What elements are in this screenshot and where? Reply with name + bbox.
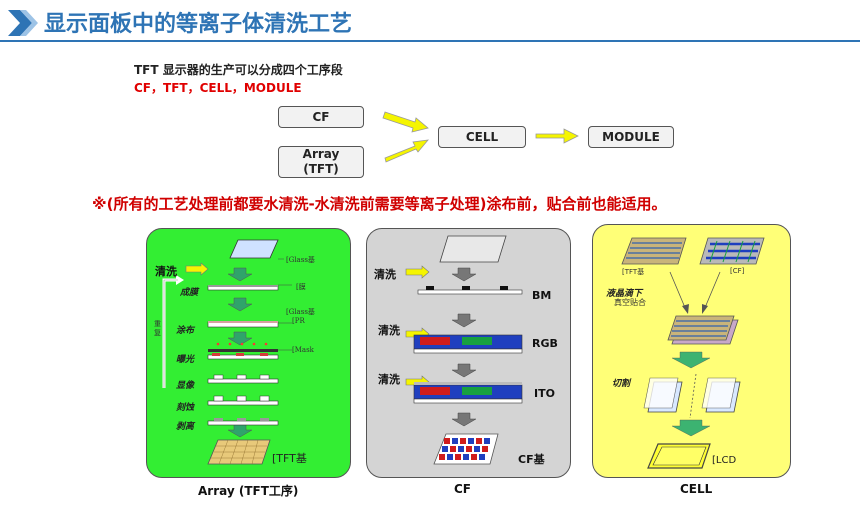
- pr-label: [PR: [292, 317, 305, 325]
- strip-layer-shape: [207, 420, 279, 426]
- vacuum-laminate-label: 真空贴合: [614, 298, 646, 307]
- title-divider: [0, 40, 860, 42]
- arrow-cf-to-cell-icon: [382, 111, 429, 133]
- down-arrow-icon: [451, 267, 477, 282]
- develop-layer-shape: [207, 378, 279, 384]
- down-arrow-icon: [227, 297, 253, 312]
- cell-diagram: [621, 237, 765, 469]
- arrow-array-to-cell-icon: [384, 139, 429, 163]
- cell-tft-label: [TFT基: [622, 268, 645, 276]
- cf-caption: CF: [454, 482, 472, 496]
- flow-arrows: [382, 111, 579, 163]
- glass-substrate-shape: [229, 239, 279, 259]
- lc-drop-label: 液晶滴下: [606, 289, 643, 299]
- ito-label: ITO: [534, 387, 555, 400]
- array-glass-label: [Glass基: [286, 256, 315, 264]
- down-arrow-icon: [227, 331, 253, 346]
- down-arrow-icon: [451, 363, 477, 378]
- mask-shape: [208, 349, 278, 352]
- down-arrow-icon: [451, 412, 477, 427]
- array-glass2-label: [Glass基: [286, 308, 315, 316]
- film-step-label: 成膜: [180, 288, 199, 298]
- down-arrow-icon: [227, 267, 253, 282]
- cut-label: 切割: [612, 379, 631, 389]
- lcd-label: [LCD: [712, 455, 737, 466]
- flow-box-module: MODULE: [588, 126, 674, 148]
- cell-caption: CELL: [680, 482, 713, 496]
- array-panel: [146, 228, 351, 478]
- coat-step-label: 涂布: [176, 326, 195, 336]
- down-arrow-icon: [671, 351, 711, 369]
- array-wash-label: 清洗: [155, 265, 177, 278]
- rgb-label: RGB: [532, 337, 558, 350]
- arrow-cell-to-module-icon: [535, 128, 579, 144]
- flow-box-cell: CELL: [438, 126, 526, 148]
- expose-step-label: 曝光: [176, 355, 195, 365]
- cf-glass-shape: [439, 235, 507, 263]
- flow-box-cf: CF: [278, 106, 364, 128]
- etch-layer-shape: [207, 400, 279, 406]
- develop-step-label: 显像: [176, 381, 195, 391]
- down-arrow-icon: [671, 419, 711, 437]
- page-title: 显示面板中的等离子体清洗工艺: [44, 12, 353, 37]
- down-arrow-icon: [451, 313, 477, 328]
- stage-list: CF，TFT，CELL，MODULE: [134, 81, 302, 95]
- array-diagram: [162, 239, 292, 465]
- cf-wash-label-3: 清洗: [378, 373, 400, 386]
- cf-wash-label-1: 清洗: [374, 268, 396, 281]
- title-chevron-icon: [8, 10, 38, 36]
- array-caption: Array (TFT工序): [198, 484, 299, 498]
- cell-tft-substrate-shape: [621, 237, 687, 265]
- mask-label: [Mask: [292, 346, 314, 354]
- cf-diagram: [405, 235, 523, 465]
- bm-label: BM: [532, 289, 552, 302]
- cleaning-note: ※(所有的工艺处理前都要水清洗-水清洗前需要等离子处理)涂布前，贴合前也能适用。: [92, 195, 667, 213]
- flow-box-array: Array (TFT): [278, 146, 364, 178]
- intro-text: TFT 显示器的生产可以分成四个工序段: [134, 63, 343, 77]
- cf-substrate-label: CF基: [518, 453, 545, 466]
- film-label: [膜: [296, 283, 306, 291]
- wash-arrow-icon: [405, 265, 430, 279]
- cell-cf-label: [CF]: [730, 267, 745, 275]
- strip-step-label: 剥离: [176, 422, 195, 432]
- cf-wash-label-2: 清洗: [378, 324, 400, 337]
- bm-layer-shape: [417, 289, 523, 295]
- down-arrow-icon: [227, 423, 253, 438]
- etch-step-label: 刻蚀: [176, 403, 195, 413]
- repeat-label: 重复: [154, 320, 161, 337]
- wash-arrow-icon: [185, 262, 209, 276]
- tft-substrate-label: [TFT基: [272, 452, 307, 465]
